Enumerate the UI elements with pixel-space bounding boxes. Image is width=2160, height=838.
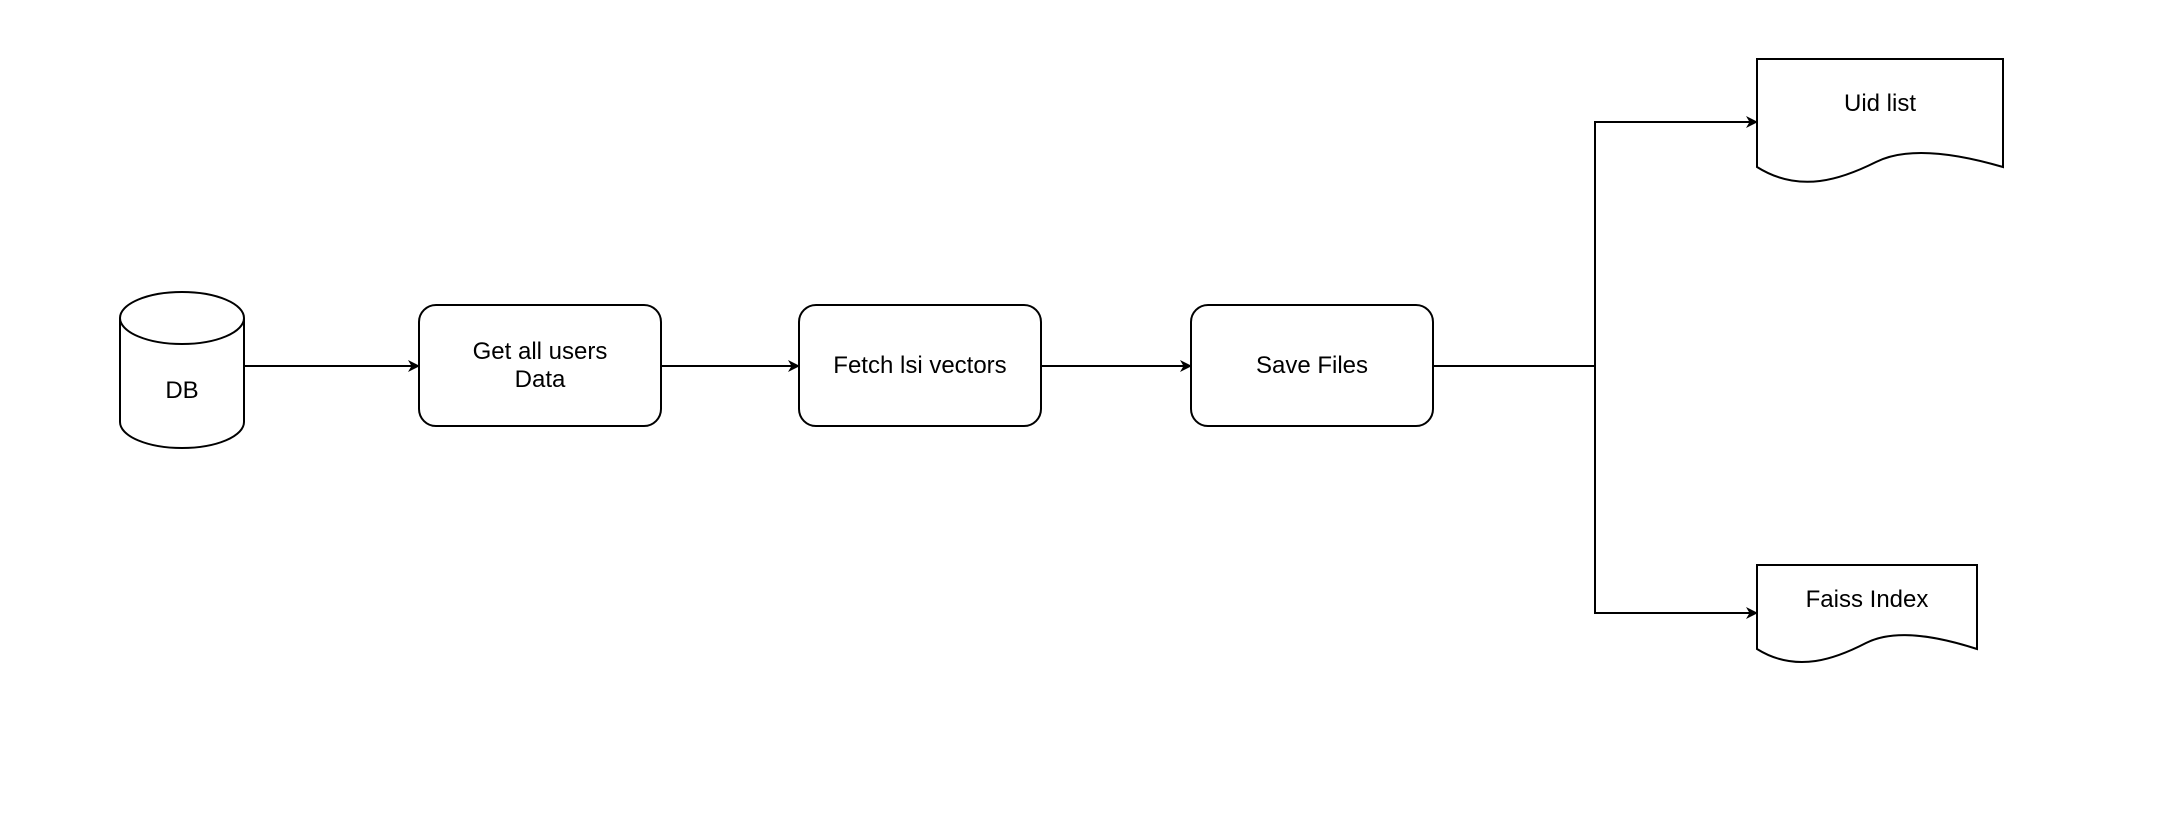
fetch-lsi-node[interactable] [798,304,1042,427]
db-cylinder-top [119,291,245,345]
edge-save-files-to-uid-list [1433,116,1758,367]
db-cylinder-body [119,318,245,449]
db-cylinder-node[interactable] [119,291,245,449]
faiss-index-node[interactable] [1756,564,1978,663]
uid-list-node[interactable] [1756,58,2004,183]
edge-save-files-to-faiss-index [1594,366,1758,619]
get-users-node[interactable] [418,304,662,427]
save-files-node[interactable] [1190,304,1434,427]
